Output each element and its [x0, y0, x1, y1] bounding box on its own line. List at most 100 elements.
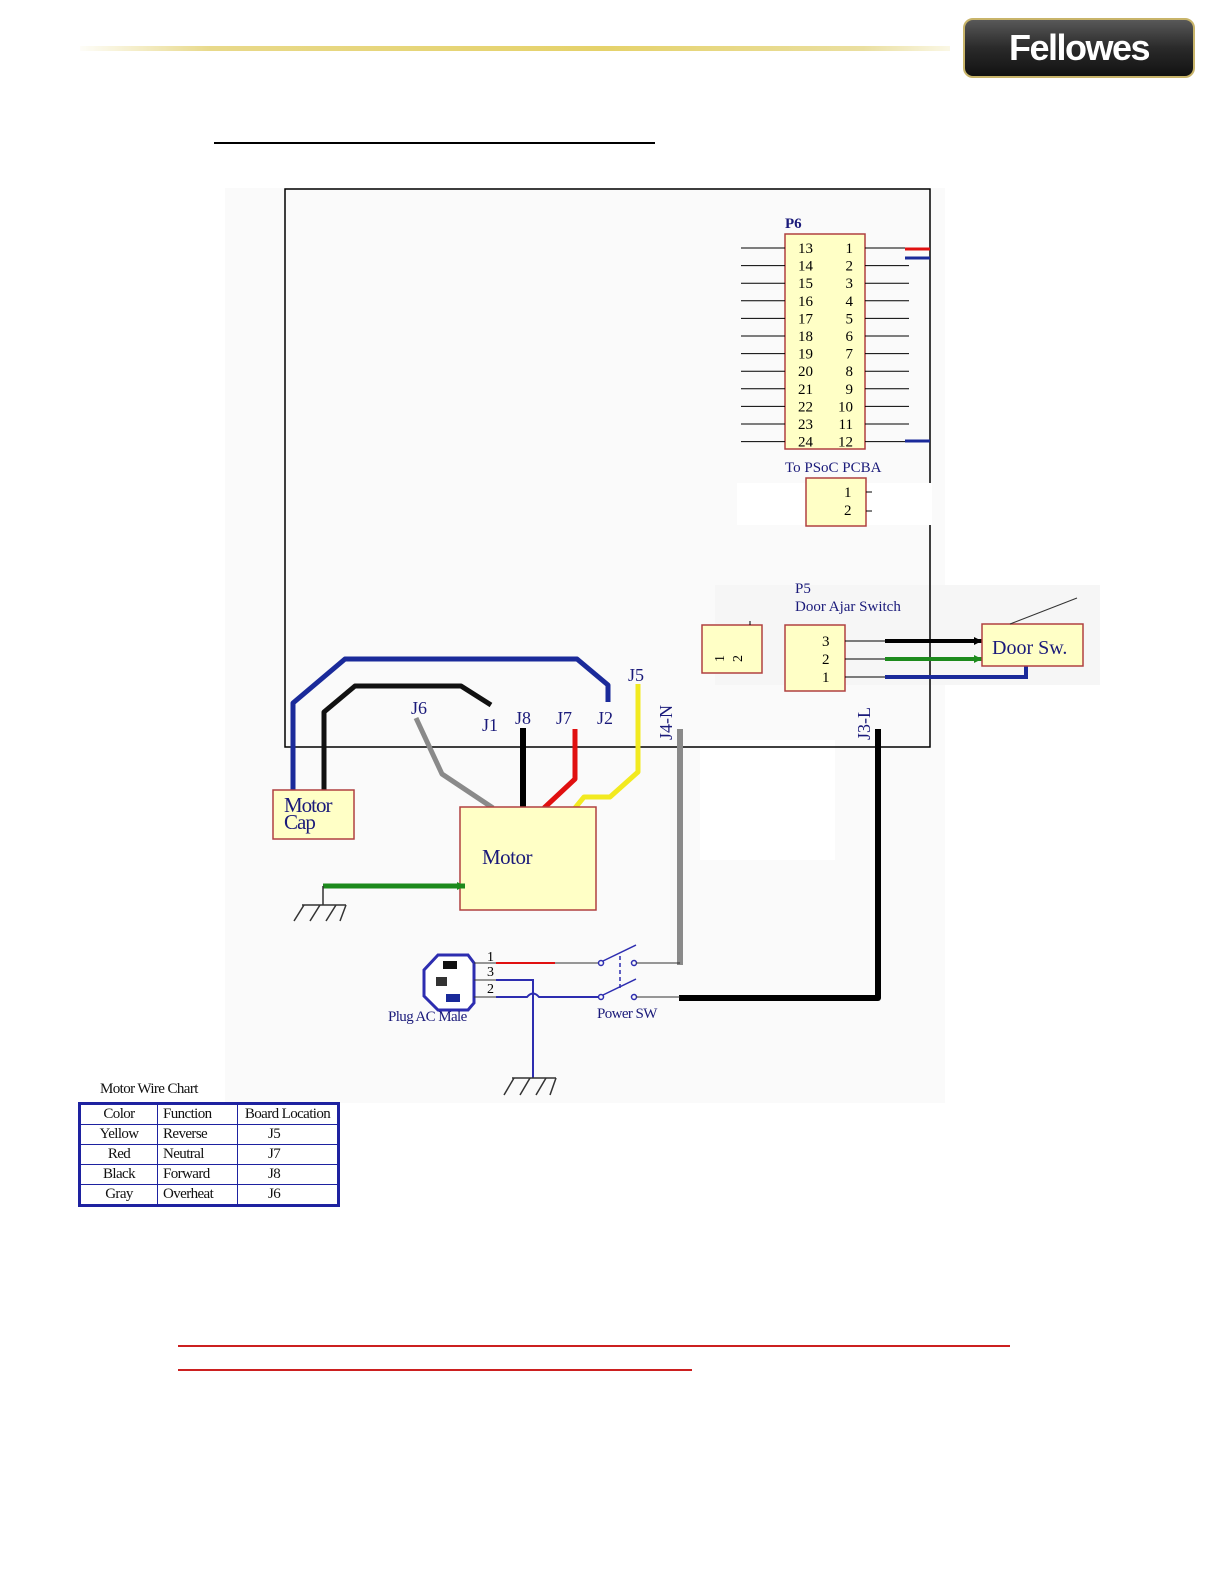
- fellowes-logo: Fellowes: [963, 18, 1195, 78]
- power-switch: [597, 944, 680, 1001]
- p6-pin-label: 21: [798, 382, 813, 398]
- p6-pin-label: 22: [798, 399, 813, 415]
- motor-cap-line-2: Cap: [284, 810, 315, 834]
- p6-caption: To PSoC PCBA: [785, 460, 882, 476]
- cell-board-location: J7: [237, 1144, 339, 1165]
- cell-color: Red: [79, 1144, 158, 1165]
- p6-pin-label: 20: [798, 364, 813, 380]
- jumper-j3-l: J3-L: [854, 707, 874, 740]
- plug-pin-3: 3: [487, 965, 494, 980]
- blank-panel: [700, 740, 835, 860]
- cell-board-location: J5: [237, 1124, 339, 1145]
- plug-pin-1: 1: [487, 950, 494, 965]
- plug-pin-2: 2: [487, 982, 494, 997]
- door-switch-lever: [1009, 597, 1078, 625]
- p6-pin-label: 1: [846, 241, 854, 257]
- side-connector-pin-1: 1: [713, 655, 728, 662]
- p6-pin-label: 16: [798, 294, 814, 310]
- cell-color: Black: [79, 1164, 158, 1185]
- cell-function: Neutral: [157, 1144, 238, 1165]
- header-color: Color: [79, 1103, 158, 1125]
- p6-connector: [784, 233, 866, 450]
- motor-wire-chart: Motor Wire Chart Color Function Board Lo…: [78, 1080, 340, 1207]
- side-connector: [701, 624, 763, 674]
- motor-red-wire: [542, 729, 578, 810]
- door-blue-wire: [885, 666, 1028, 679]
- p5-caption: Door Ajar Switch: [795, 599, 901, 615]
- side-connector-pin-2: 2: [731, 655, 746, 662]
- jumper-j2: J2: [597, 708, 613, 728]
- jumper-j4-n: J4-N: [656, 705, 676, 740]
- motor-cap-black-wire: [321, 683, 493, 790]
- motor-cap-line-1: Motor: [284, 793, 333, 817]
- plug-label: Plug AC Male: [388, 1009, 468, 1025]
- jumper-j8: J8: [515, 708, 531, 728]
- cell-color: Yellow: [79, 1124, 158, 1145]
- p5-connector: [784, 624, 846, 692]
- p6-pin-label: 17: [798, 311, 814, 327]
- title-underline: [214, 142, 655, 144]
- plug-ac-male: [422, 953, 476, 1012]
- door-switch-label: Door Sw.: [992, 637, 1067, 659]
- p5-pin-1: 1: [822, 670, 830, 686]
- j3-line-wire: [679, 729, 881, 1001]
- red-underline: [178, 1369, 692, 1371]
- jumper-j6: J6: [411, 698, 427, 718]
- table-row: Gray Overheat J6: [80, 1184, 339, 1206]
- jumper-j7: J7: [556, 708, 572, 728]
- motor: [459, 806, 597, 911]
- arrow: [974, 655, 982, 663]
- cell-board-location: J6: [237, 1184, 339, 1206]
- plug-pin-icon: [446, 994, 460, 1002]
- p6-pin-label: 18: [798, 329, 813, 345]
- power-switch-label: Power SW: [597, 1006, 658, 1022]
- jumper-j1: J1: [482, 715, 498, 735]
- p5-pin-2: 2: [822, 652, 830, 668]
- table-row: Yellow Reverse J5: [79, 1124, 339, 1145]
- psoc-connector-pin-2: 2: [844, 503, 852, 519]
- motor-cap: [272, 789, 355, 840]
- motor-gray-wire: [413, 716, 495, 811]
- p6-pin-label: 2: [846, 259, 854, 275]
- p6-pin-label: 10: [838, 399, 853, 415]
- p6-pin-label: 11: [839, 417, 853, 433]
- header-board-location: Board Location: [237, 1103, 339, 1125]
- p6-pin-label: 5: [846, 311, 854, 327]
- p6-pin-label: 4: [846, 294, 854, 310]
- plug-ground-wire: [496, 979, 534, 1078]
- plug-neutral-wire: [496, 992, 598, 998]
- p6-pin-label: 9: [846, 382, 854, 398]
- cell-function: Overheat: [157, 1184, 238, 1206]
- p6-pin-label: 7: [846, 347, 854, 363]
- psoc-connector: [805, 477, 867, 527]
- arrow: [974, 637, 982, 645]
- motor-yellow-wire: [573, 684, 641, 810]
- board-outline: [284, 188, 931, 748]
- header-function: Function: [157, 1103, 238, 1125]
- p5-pin-3: 3: [822, 634, 830, 650]
- cell-board-location: J8: [237, 1164, 339, 1185]
- motor-label: Motor: [482, 845, 533, 869]
- wire-chart-header-row: Color Function Board Location: [79, 1103, 339, 1125]
- ground-symbol-motor: [293, 886, 347, 922]
- door-switch: [981, 623, 1084, 667]
- p6-pin-label: 13: [798, 241, 813, 257]
- cell-function: Forward: [157, 1164, 238, 1185]
- jumper-j5: J5: [628, 665, 644, 685]
- plug-pin-icon: [443, 961, 457, 969]
- p6-pin-label: 6: [846, 329, 854, 345]
- p5-label: P5: [795, 581, 811, 597]
- table-row: Red Neutral J7: [79, 1144, 339, 1165]
- table-row: Black Forward J8: [79, 1164, 339, 1185]
- plug-pin-icon: [436, 977, 447, 986]
- p6-pin-label: 12: [838, 435, 853, 451]
- wire-chart-table: Color Function Board Location Yellow Rev…: [78, 1102, 340, 1207]
- psoc-connector-pin-1: 1: [844, 485, 852, 501]
- p6-pin-label: 24: [798, 435, 814, 451]
- logo-text: Fellowes: [1009, 27, 1150, 68]
- ground-symbol-plug: [503, 1077, 557, 1096]
- p6-pin-label: 14: [798, 259, 814, 275]
